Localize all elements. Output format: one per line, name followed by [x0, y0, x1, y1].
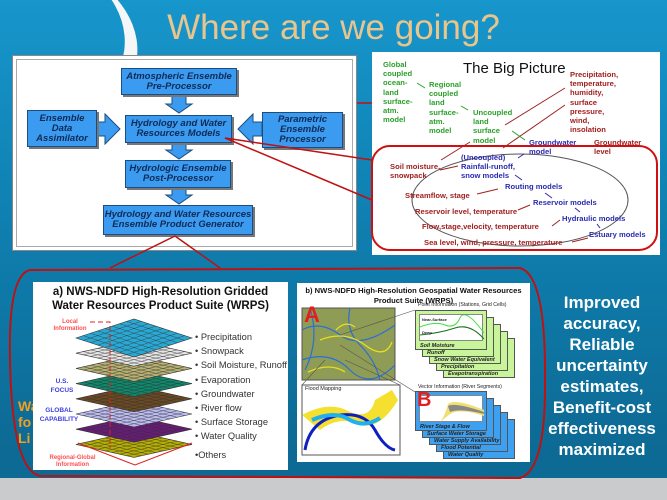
bottom-bar: [0, 478, 667, 500]
layer-label: • Surface Storage: [195, 417, 269, 428]
us-focus-label: U.S. FOCUS: [50, 378, 74, 394]
data-assimilator-box: Ensemble Data Assimilator: [27, 110, 97, 147]
card-label: Water Supply Availability: [434, 438, 500, 444]
panel-b-title: b) NWS-NDFD High-Resolution Geospatial W…: [305, 286, 522, 305]
hydraulic-label: Hydraulic models: [562, 214, 626, 223]
regional-arrows: [77, 442, 193, 466]
parametric-processor-box: Parametric Ensemble Processor: [262, 112, 343, 148]
card-label: River Stage & Flow: [420, 424, 470, 430]
groundwater-model-label: Groundwater model: [529, 138, 577, 157]
card-label: Snow Water Equivalent: [434, 357, 495, 363]
card-label: Water Quality: [448, 452, 484, 458]
vector-info-label: Vector Information (River Segments): [418, 384, 502, 390]
grid-layer: [75, 318, 193, 358]
card-label: Soil Moisture: [420, 343, 455, 349]
streamflow-label: Streamflow, stage: [405, 191, 470, 200]
product-generator-box: Hydrology and Water Resources Ensemble P…: [103, 205, 253, 235]
layer-label: • Water Quality: [195, 431, 257, 442]
layer-label: • Precipitation: [195, 332, 252, 342]
card-label: Surface Water Storage: [427, 431, 486, 437]
layer-label: • River flow: [195, 403, 242, 413]
atmospheric-preprocessor-box: Atmospheric Ensemble Pre-Processor: [121, 68, 237, 95]
uncoupled-model-label: Uncoupled land surface model: [473, 108, 513, 145]
card-label: Precipitation: [441, 364, 475, 370]
local-info-label: Local Information: [53, 319, 87, 332]
card-chart: [419, 395, 484, 422]
others-label: •Others: [195, 450, 227, 460]
layer-label: • Soil Moisture, Runoff: [195, 360, 287, 371]
grid-layer: [75, 431, 193, 458]
local-info-pointer: [90, 321, 111, 448]
routing-label: Routing models: [505, 182, 563, 191]
deep-label: Deep: [422, 330, 432, 335]
rainfall-runoff-label: (Uncoupled) Rainfall-runoff, snow models: [461, 153, 515, 181]
reservoir-level-label: Reservoir level, temperature: [415, 207, 518, 216]
flow-label: Flow,stage,velocity, temperature: [422, 222, 539, 231]
post-processor-box: Hydrologic Ensemble Post-Processor: [125, 160, 231, 188]
big-picture-panel: [372, 52, 660, 255]
near-surface-label: Near-Surface: [422, 317, 447, 322]
hydrology-models-box: Hydrology and Water Resources Models: [125, 115, 232, 143]
summary-text: Improved accuracy, Reliable uncertainty …: [548, 293, 656, 459]
map-label-a: A: [304, 302, 320, 327]
slide-title: Where are we going?: [167, 8, 500, 47]
card-label: Evapotranspiration: [448, 371, 499, 377]
layer-label: • Groundwater: [195, 388, 255, 399]
card-label: Flood Potential: [441, 445, 481, 451]
estuary-label: Estuary models: [589, 230, 646, 239]
sea-level-label: Sea level, wind, pressure, temperature: [424, 238, 563, 247]
flood-mapping-label: Flood Mapping: [305, 386, 342, 392]
forcing-label: Precipitation, temperature, humidity, su…: [570, 70, 619, 135]
card-label: Runoff: [427, 350, 445, 356]
global-capability-label: GLOBAL CAPABILITY: [39, 407, 79, 423]
regional-global-label: Regional-Global Information: [49, 455, 96, 468]
point-info-label: Point Information (Stations, Grid Cells): [418, 302, 507, 308]
reservoir-label: Reservoir models: [533, 198, 597, 207]
regional-model-label: Regional coupled land surface- atm. mode…: [429, 80, 462, 136]
soil-moisture-label: Soil moisture, snowpack: [390, 162, 441, 181]
grid-layer: [75, 400, 193, 428]
groundwater-level-label: Groundwater level: [594, 138, 642, 157]
vector-label-b: B: [417, 389, 432, 411]
panel-a-title: a) NWS-NDFD High-Resolution Gridded Wate…: [52, 286, 269, 312]
big-picture-title: The Big Picture: [463, 60, 566, 77]
layer-label: • Evaporation: [195, 374, 251, 385]
vector-info-card: River Stage & Flow: [415, 391, 487, 431]
global-model-label: Global coupled ocean- land surface- atm.…: [383, 60, 413, 125]
layer-label: • Snowpack: [195, 346, 244, 357]
